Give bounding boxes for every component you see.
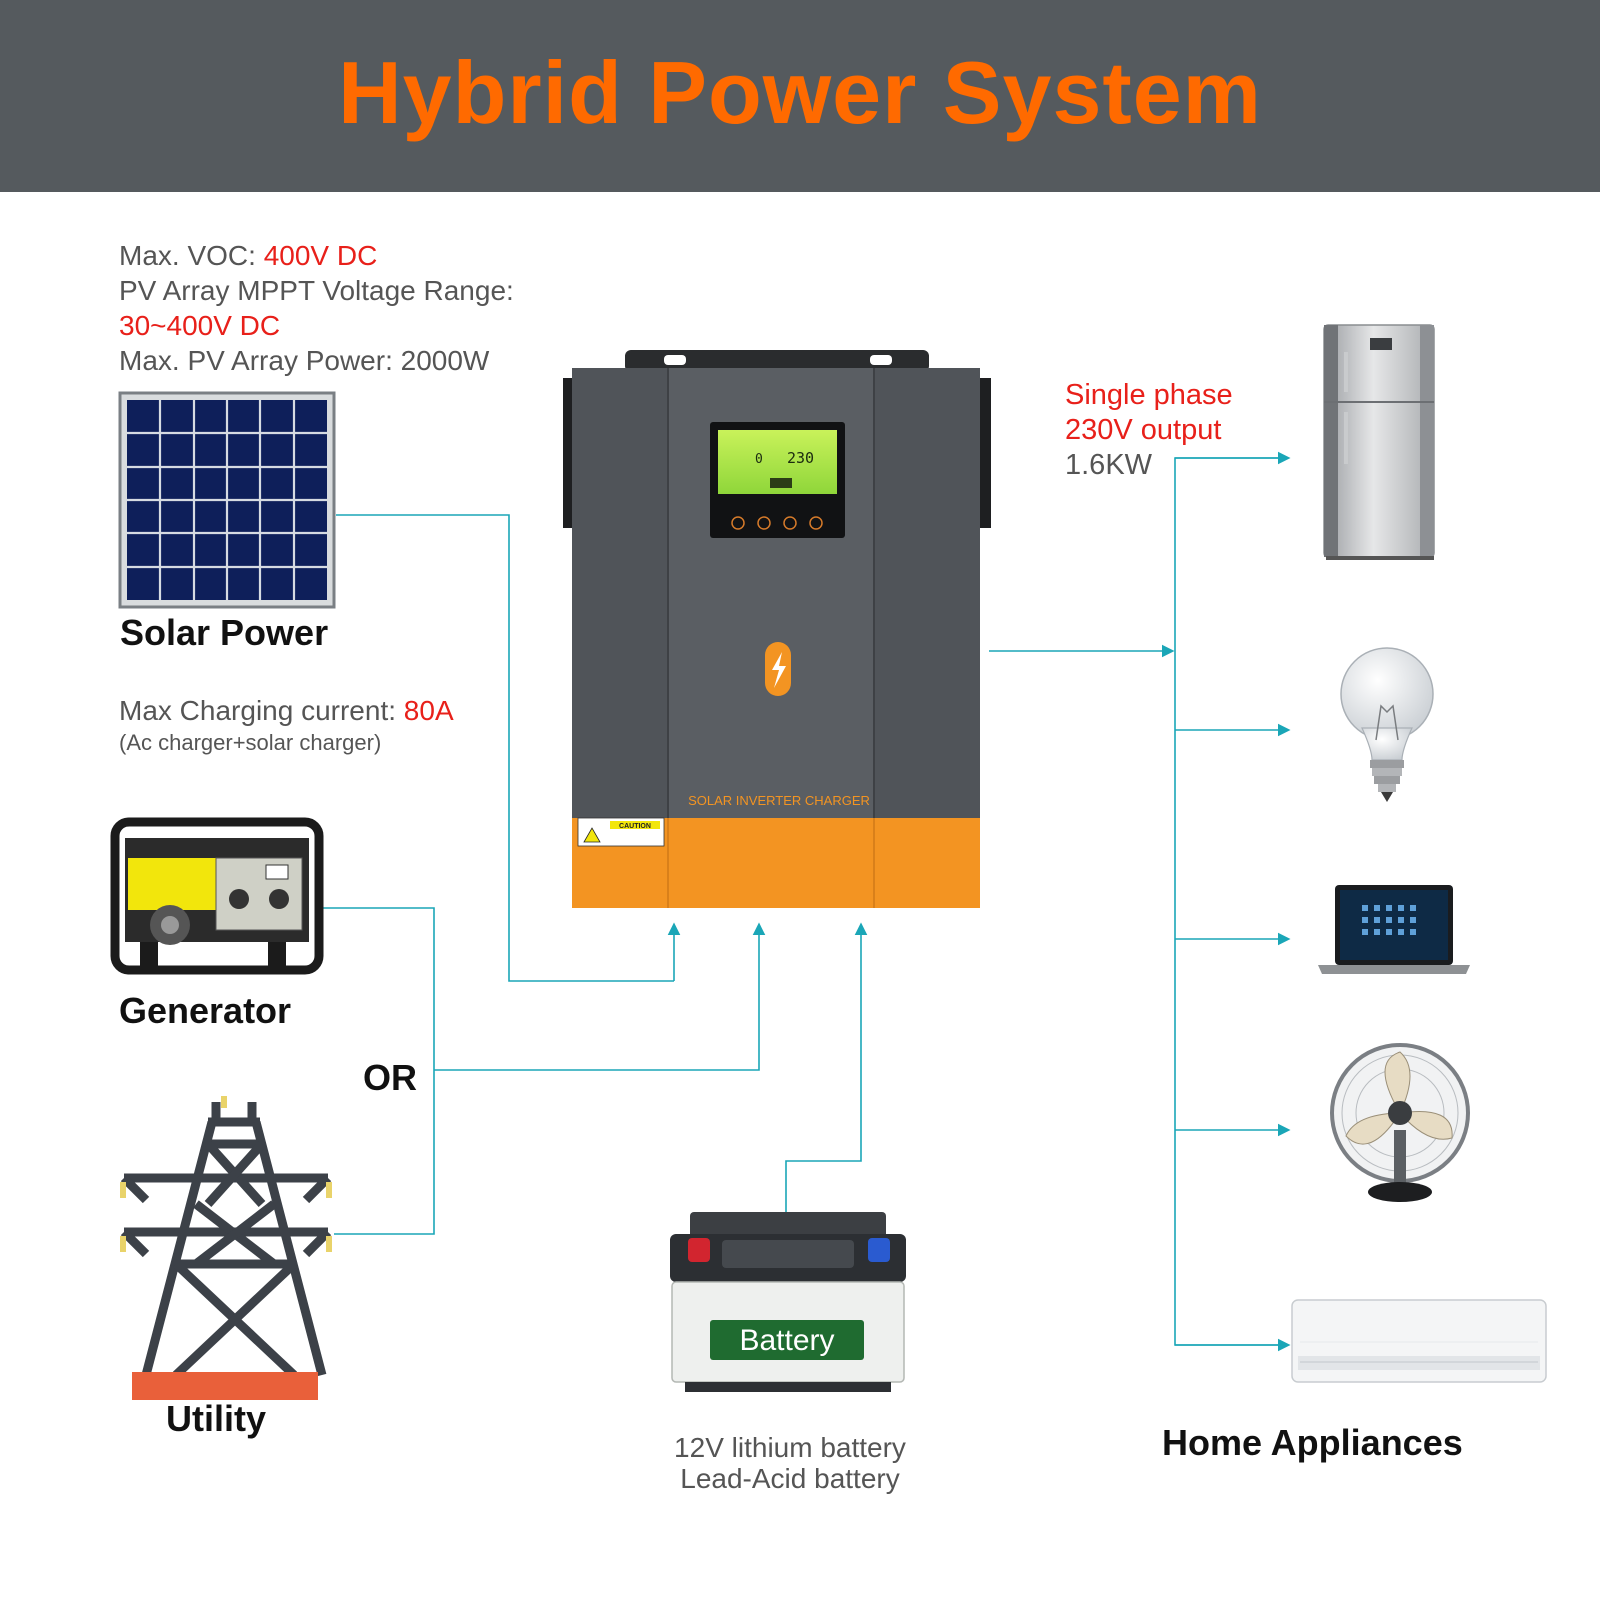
home-appliances-label: Home Appliances (1162, 1422, 1463, 1463)
output-specs: Single phase 230V output 1.6KW (1065, 378, 1233, 483)
output-bus (1174, 457, 1288, 1346)
solar-connector (336, 514, 674, 982)
lcd-zero: 0 (755, 452, 763, 467)
solar-panel-icon (118, 391, 336, 609)
battery-type-lead-acid: Lead-Acid battery (680, 1463, 900, 1494)
solar-specs: Max. VOC: 400V DC PV Array MPPT Voltage … (119, 238, 514, 378)
battery-icon: Battery (670, 1212, 906, 1392)
charging-note: (Ac charger+solar charger) (119, 730, 382, 755)
light-bulb-icon (1340, 647, 1434, 802)
solar-power-label: Solar Power (120, 612, 329, 653)
charging-label: Max Charging current: (119, 695, 404, 726)
battery-type-lithium: 12V lithium battery (674, 1432, 906, 1463)
refrigerator-icon (1323, 324, 1435, 560)
generator-icon (110, 817, 324, 975)
output-voltage: 230V output (1065, 414, 1222, 446)
header-banner: Hybrid Power System (0, 0, 1600, 192)
grid-connector (434, 922, 766, 1071)
laptop-icon (1318, 885, 1470, 974)
utility-label: Utility (166, 1398, 267, 1439)
fan-icon (1330, 1043, 1470, 1202)
inverter-unit: 0 230 SOLAR INVERTER CHARGER CAUTION (563, 350, 991, 908)
generator-label: Generator (119, 990, 292, 1031)
charging-value: 80A (403, 695, 454, 726)
voc-label: Max. VOC: (119, 240, 264, 271)
charging-specs: Max Charging current: 80A (Ac charger+so… (119, 693, 454, 758)
pv-power: Max. PV Array Power: 2000W (119, 345, 490, 376)
utility-insulators (120, 1096, 332, 1252)
lcd-reading: 230 (787, 449, 814, 467)
caution-label: CAUTION (619, 823, 651, 830)
generator-connector (320, 907, 435, 1235)
battery-connector (779, 922, 868, 1243)
inverter-name: SOLAR INVERTER CHARGER (688, 793, 870, 808)
air-conditioner-icon (1291, 1299, 1547, 1383)
utility-tower-icon (120, 1102, 332, 1379)
battery-types: 12V lithium battery Lead-Acid battery (640, 1432, 940, 1494)
voc-value: 400V DC (263, 240, 378, 271)
output-power: 1.6KW (1065, 449, 1153, 481)
mppt-value: 30~400V DC (119, 310, 281, 341)
or-label: OR (363, 1057, 417, 1098)
output-phase: Single phase (1065, 379, 1233, 411)
battery-label: Battery (739, 1324, 834, 1357)
connectors (320, 451, 1291, 1352)
mppt-label: PV Array MPPT Voltage Range: (119, 275, 514, 306)
utility-base (132, 1372, 318, 1400)
page-title: Hybrid Power System (338, 43, 1262, 142)
